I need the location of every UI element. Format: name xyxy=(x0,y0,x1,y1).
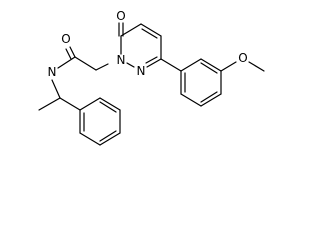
bond-c3-n2-inner xyxy=(145,56,158,64)
bond-ch-phenyl xyxy=(59,97,81,111)
bond-phenyl-inner-2 xyxy=(99,130,117,142)
bond-carbonyl-ch2 xyxy=(74,56,97,71)
bond-phenyl-inner-3 xyxy=(99,101,117,113)
bond-ch2-ring-n1 xyxy=(95,63,109,71)
bond-aryl-5 xyxy=(180,93,202,107)
atom-n-ring-2: N xyxy=(137,64,146,78)
bond-carbonyl-nh xyxy=(57,56,76,69)
bond-c6-c5 xyxy=(120,23,142,37)
bond-c5-c4-inner xyxy=(141,28,158,39)
bond-c3-n2 xyxy=(146,58,162,68)
atom-o-pyridazinone-carbonyl: O xyxy=(116,9,125,23)
bond-amide-c-o-1 xyxy=(69,46,76,58)
bond-phenyl-2 xyxy=(79,132,101,146)
atom-labels: O O N N N O xyxy=(48,9,248,79)
bond-phenyl-6 xyxy=(79,97,101,111)
bond-ch-methyl xyxy=(38,97,61,111)
bond-n2-n1 xyxy=(126,62,135,68)
bond-nh-ch xyxy=(51,79,61,99)
bond-aryl-2 xyxy=(200,58,222,72)
bond-c3-aryl xyxy=(160,58,182,72)
bond-aryl-methoxy-o xyxy=(220,61,237,72)
bond-aryl-1 xyxy=(180,58,202,72)
atom-o-amide-carbonyl: O xyxy=(61,32,70,46)
chemical-structure-canvas: O O N N N O xyxy=(38,9,265,146)
atom-n-ring-1: N xyxy=(117,53,126,67)
bond-aryl-inner-1 xyxy=(200,62,218,74)
bond-phenyl-3 xyxy=(99,132,121,146)
bond-aryl-inner-2 xyxy=(200,91,218,103)
bond-amide-c-o-2 xyxy=(65,48,72,60)
atom-n-amide: N xyxy=(48,65,57,79)
bond-phenyl-5 xyxy=(99,97,121,111)
bonds xyxy=(38,22,265,146)
atom-o-methoxy: O xyxy=(238,51,247,65)
bond-methoxy-ch3 xyxy=(248,61,265,72)
bond-aryl-4 xyxy=(200,93,222,107)
bond-c5-c4 xyxy=(140,23,162,37)
